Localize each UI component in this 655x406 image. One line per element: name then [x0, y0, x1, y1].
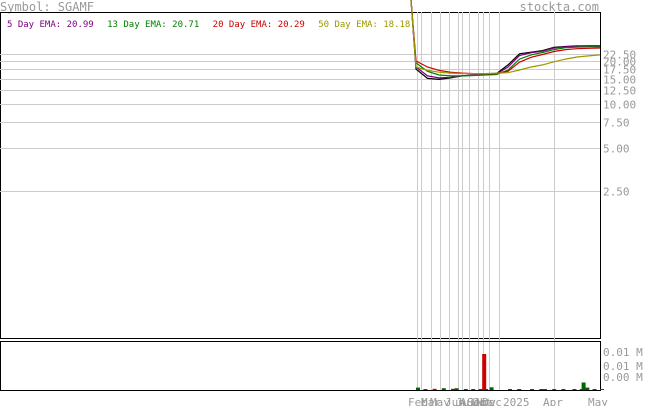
volume-bar	[592, 389, 597, 390]
volume-bar	[478, 389, 483, 390]
volume-bar	[441, 388, 446, 390]
x-tick-label: Apr	[543, 396, 563, 406]
price-panel-frame	[0, 12, 601, 339]
series-line-5-day-ema	[410, 0, 600, 79]
y-tick-label: 15.00	[603, 74, 636, 87]
volume-bar	[561, 389, 566, 390]
ema-legend: 5 Day EMA: 20.99 13 Day EMA: 20.71 20 Da…	[7, 20, 418, 30]
y-tick-label: 7.50	[603, 117, 630, 130]
y-tick-label: 5.00	[603, 143, 630, 156]
volume-tick-label: 0.01 M	[603, 346, 643, 359]
volume-bar	[452, 389, 457, 390]
symbol-label: Symbol: SGAMF	[0, 0, 94, 14]
y-tick-label: 22.50	[603, 49, 636, 62]
volume-bar	[463, 389, 468, 390]
volume-bar	[543, 389, 547, 390]
volume-bar	[416, 387, 420, 390]
volume-bar	[530, 389, 535, 390]
y-tick-label: 2.50	[603, 186, 630, 199]
y-tick-label: 20.00	[603, 56, 636, 69]
series-line-20-day-ema	[410, 0, 601, 75]
x-tick-label: May	[430, 396, 450, 406]
y-tick-label: 10.00	[603, 99, 636, 112]
volume-tick-label: 0.01 M	[603, 360, 643, 373]
volume-bar	[517, 389, 522, 390]
x-tick-label: Dec	[482, 396, 502, 406]
x-tick-label: Nov	[476, 396, 496, 406]
volume-bar	[482, 354, 487, 390]
ema-50-label: 50 Day EMA: 18.18	[318, 20, 411, 30]
volume-bar	[600, 389, 604, 390]
y-tick-label: 12.50	[603, 85, 636, 98]
x-tick-label: Mar	[421, 396, 441, 406]
volume-bar	[552, 389, 557, 390]
series-line-50-day-ema	[410, 0, 601, 75]
volume-bar	[508, 389, 512, 390]
x-tick-label: Aug	[460, 396, 480, 406]
x-tick-label: Feb	[408, 396, 428, 406]
ema-5-label: 5 Day EMA: 20.99	[7, 20, 94, 30]
y-tick-label: 17.50	[603, 64, 636, 77]
series-line-price	[410, 0, 600, 81]
x-tick-label: Jun	[445, 396, 465, 406]
series-line-13-day-ema	[410, 0, 600, 77]
x-tick-label: 2025	[503, 396, 530, 406]
ema-13-label: 13 Day EMA: 20.71	[107, 20, 200, 30]
volume-bar	[585, 387, 590, 390]
x-tick-label: Oct	[472, 396, 492, 406]
volume-bar	[572, 389, 577, 390]
site-name: stockta.com	[519, 0, 599, 14]
volume-bar	[423, 389, 428, 390]
x-tick-label: Sep	[467, 396, 487, 406]
volume-panel-frame	[0, 341, 601, 391]
volume-bar	[581, 382, 586, 390]
volume-bar	[471, 389, 476, 390]
volume-bar	[489, 387, 494, 390]
x-tick-label: Jul	[456, 396, 476, 406]
volume-tick-label: 0.00 M	[603, 371, 643, 384]
volume-bar	[539, 389, 544, 390]
volume-bar	[432, 388, 437, 390]
ema-20-label: 20 Day EMA: 20.29	[212, 20, 305, 30]
x-tick-label: May	[588, 396, 608, 406]
